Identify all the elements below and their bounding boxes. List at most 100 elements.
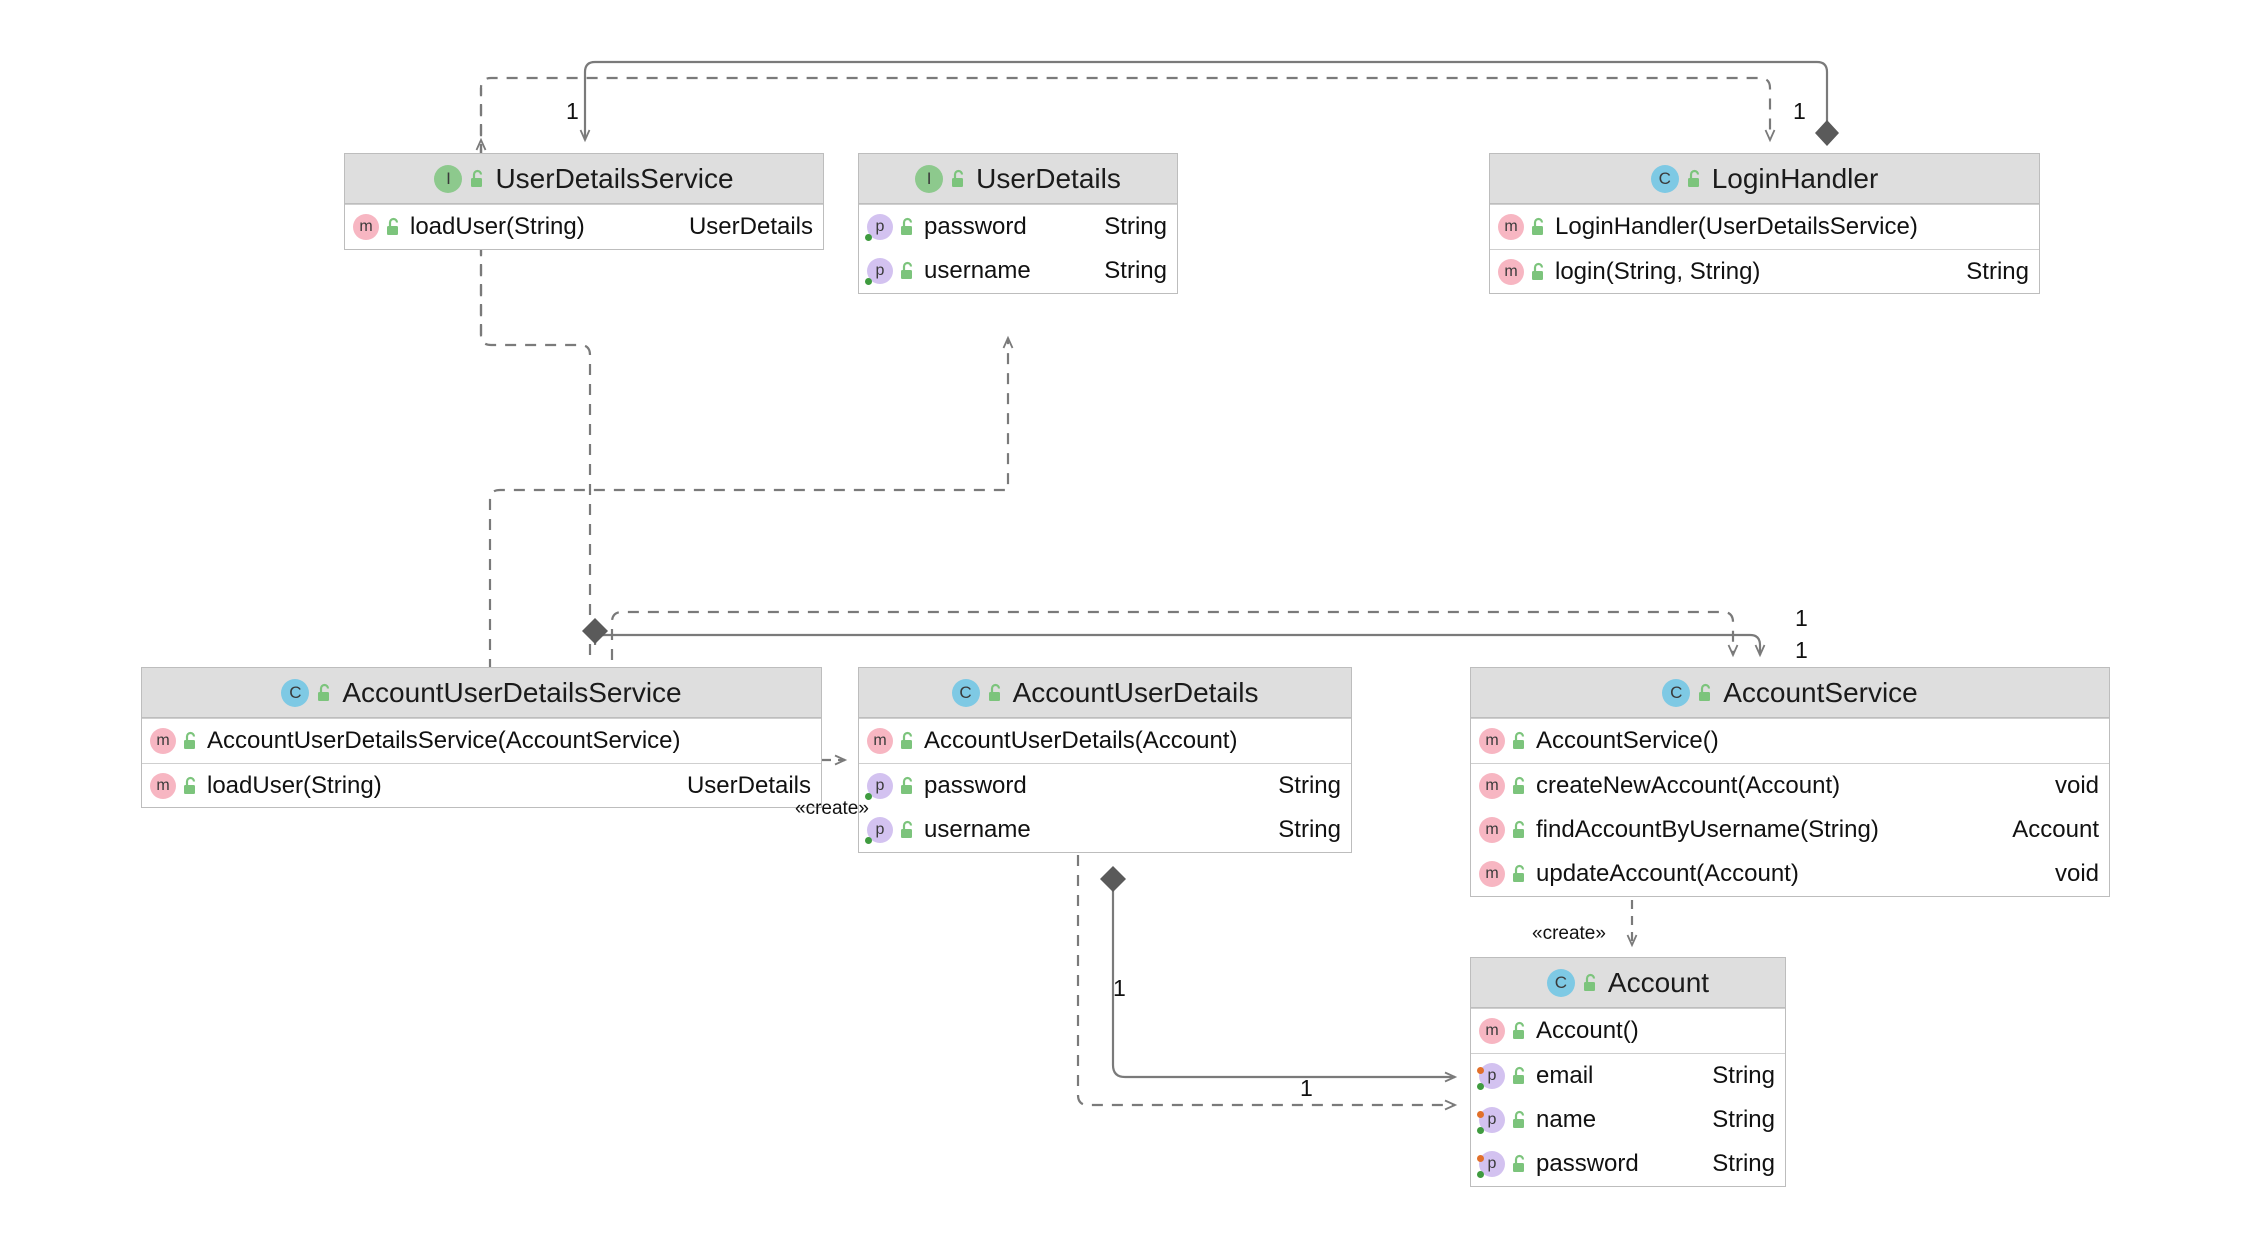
member-name: AccountUserDetails(Account) [924, 727, 1238, 754]
lock-open-icon [952, 169, 964, 187]
member-name: username [924, 816, 1031, 843]
member-row[interactable]: m findAccountByUsername(String) Account [1471, 808, 2109, 852]
member-row[interactable]: p email String [1471, 1054, 1785, 1098]
edge-multiplicity-label: 1 [1793, 98, 1806, 124]
member-section: p password String p username String [859, 204, 1177, 293]
member-row[interactable]: m AccountUserDetails(Account) [859, 719, 1351, 763]
member-row[interactable]: p password String [859, 205, 1177, 249]
member-row[interactable]: p username String [859, 808, 1351, 852]
stereotype-label-create: «create» [1532, 923, 1606, 944]
lock-open-icon [1513, 1154, 1525, 1172]
class-badge-icon: C [1650, 164, 1679, 193]
edge-multiplicity-label: 1 [1795, 637, 1808, 663]
class-box-accountservice[interactable]: C AccountService m AccountService() m cr… [1470, 667, 2110, 897]
class-name: AccountUserDetails [1012, 676, 1259, 708]
getter-dot-icon [865, 793, 872, 800]
member-row[interactable]: m updateAccount(Account) void [1471, 852, 2109, 896]
interface-badge-icon: I [434, 164, 463, 193]
lock-open-icon [1532, 262, 1544, 280]
method-badge-icon: m [150, 728, 176, 754]
member-row[interactable]: p password String [859, 764, 1351, 808]
lock-open-icon [184, 731, 196, 749]
member-row[interactable]: m loadUser(String) UserDetails [345, 205, 823, 249]
property-badge-icon: p [865, 817, 893, 844]
setter-dot-icon [1477, 1155, 1484, 1162]
member-type: String [1278, 816, 1341, 843]
class-title-loginhandler: C LoginHandler [1490, 154, 2039, 204]
member-row[interactable]: m createNewAccount(Account) void [1471, 764, 2109, 808]
member-row[interactable]: m AccountService() [1471, 719, 2109, 763]
member-section-properties: p email String p name String p password … [1471, 1053, 1785, 1186]
member-type: String [1104, 257, 1167, 284]
member-type: String [1104, 213, 1167, 240]
member-row[interactable]: m LoginHandler(UserDetailsService) [1490, 205, 2039, 249]
member-type: void [2054, 860, 2099, 887]
member-type: Account [2012, 816, 2099, 843]
class-badge-icon: C [281, 678, 310, 707]
member-type: UserDetails [688, 213, 813, 240]
lock-open-icon [471, 169, 483, 187]
getter-dot-icon [865, 837, 872, 844]
class-box-userdetails[interactable]: I UserDetails p password String p userna… [858, 153, 1178, 294]
class-box-userdetailsservice[interactable]: I UserDetailsService m loadUser(String) … [344, 153, 824, 250]
class-title-accountuserdetailsservice: C AccountUserDetailsService [142, 668, 821, 718]
class-name: AccountService [1723, 676, 1918, 708]
property-badge-icon: p [1477, 1151, 1505, 1178]
getter-dot-icon [1477, 1127, 1484, 1134]
class-badge-icon: C [1662, 678, 1691, 707]
member-name: findAccountByUsername(String) [1536, 816, 1879, 843]
method-badge-icon: m [1479, 817, 1505, 843]
member-row[interactable]: m Account() [1471, 1009, 1785, 1053]
member-name: name [1536, 1106, 1597, 1133]
member-section-constructors: m AccountUserDetails(Account) [859, 718, 1351, 763]
member-row[interactable]: p username String [859, 249, 1177, 293]
lock-open-icon [184, 776, 196, 794]
method-badge-icon: m [1479, 861, 1505, 887]
member-name: password [924, 772, 1027, 799]
lock-open-icon [901, 731, 913, 749]
member-section-methods: m createNewAccount(Account) void m findA… [1471, 763, 2109, 896]
method-badge-icon: m [867, 728, 893, 754]
class-box-loginhandler[interactable]: C LoginHandler m LoginHandler(UserDetail… [1489, 153, 2040, 294]
lock-open-icon [1513, 1021, 1525, 1039]
member-row[interactable]: m loadUser(String) UserDetails [142, 763, 821, 807]
method-badge-icon: m [1479, 773, 1505, 799]
edge-multiplicity-label: 1 [1300, 1075, 1313, 1101]
lock-open-icon [1513, 820, 1525, 838]
setter-dot-icon [1477, 1111, 1484, 1118]
interface-badge-icon: I [915, 164, 944, 193]
member-type: String [1966, 257, 2029, 285]
class-name: UserDetailsService [495, 162, 734, 194]
class-box-accountuserdetailsservice[interactable]: C AccountUserDetailsService m AccountUse… [141, 667, 822, 808]
member-row[interactable]: m login(String, String) String [1490, 249, 2039, 293]
member-row[interactable]: p password String [1471, 1142, 1785, 1186]
lock-open-icon [901, 217, 913, 235]
property-badge-icon: p [1477, 1063, 1505, 1090]
class-box-account[interactable]: C Account m Account() p email String p n [1470, 957, 1786, 1187]
member-name: AccountUserDetailsService(AccountService… [207, 727, 681, 754]
member-row[interactable]: m AccountUserDetailsService(AccountServi… [142, 719, 821, 763]
lock-open-icon [1687, 169, 1699, 187]
lock-open-icon [1583, 973, 1596, 991]
member-name: createNewAccount(Account) [1536, 772, 1841, 799]
member-row[interactable]: p name String [1471, 1098, 1785, 1142]
property-badge-icon: p [865, 773, 893, 800]
lock-open-icon [1532, 217, 1544, 235]
lock-open-icon [1513, 864, 1525, 882]
lock-open-icon [901, 820, 913, 838]
edge-multiplicity-label: 1 [1113, 975, 1126, 1001]
member-section: m LoginHandler(UserDetailsService) m log… [1490, 204, 2039, 293]
member-type: String [1712, 1062, 1775, 1089]
class-box-accountuserdetails[interactable]: C AccountUserDetails m AccountUserDetail… [858, 667, 1352, 853]
class-name: UserDetails [976, 162, 1121, 194]
member-name: AccountService() [1536, 727, 1719, 754]
method-badge-icon: m [1479, 1018, 1505, 1044]
member-name: LoginHandler(UserDetailsService) [1555, 213, 1918, 240]
member-name: Account() [1536, 1017, 1639, 1044]
member-type: String [1278, 772, 1341, 799]
member-name: password [1536, 1150, 1639, 1177]
class-title-accountservice: C AccountService [1471, 668, 2109, 718]
method-badge-icon: m [353, 214, 379, 240]
member-section: m loadUser(String) UserDetails [345, 204, 823, 249]
